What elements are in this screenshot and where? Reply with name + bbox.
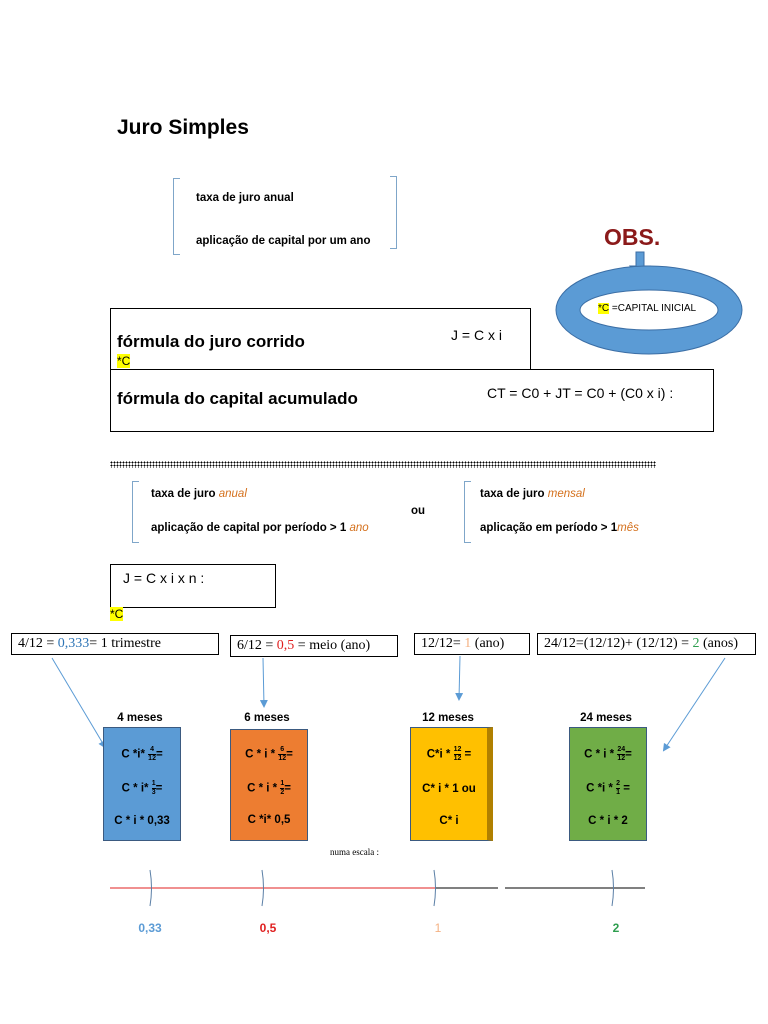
card-12-line-3: C* i — [439, 815, 459, 827]
period-bracket-left — [132, 481, 139, 543]
formula-n-box — [110, 564, 276, 608]
arrow-icon — [662, 657, 726, 752]
intro-line-2: aplicação de capital por um ano — [196, 235, 371, 247]
capital-star: *C — [598, 303, 610, 314]
bracket-right — [390, 176, 397, 249]
period-left-line-2: aplicação de capital por período > 1 ano — [151, 522, 369, 534]
conversion-box-2: 6/12 = 0,5 = meio (ano) — [230, 635, 398, 657]
capital-inicial-text: =CAPITAL INICIAL — [609, 303, 697, 314]
intro-line-1: taxa de juro anual — [196, 192, 294, 204]
formula-capital-box — [110, 369, 714, 432]
card-label-6: 6 meses — [244, 712, 290, 724]
card-12-line-2: C* i * 1 ou — [422, 783, 476, 795]
card-label-24: 24 meses — [580, 712, 632, 724]
formula-juro-star: *C — [117, 354, 131, 368]
scale-tick-1: 1 — [434, 921, 442, 935]
formula-capital: CT = C0 + JT = C0 + (C0 x i) : — [487, 385, 674, 401]
obs-ring — [555, 251, 743, 355]
arrow-icon — [455, 655, 464, 701]
formula-n-star: *C — [110, 607, 124, 621]
card-24-line-3: C * i * 2 — [588, 815, 628, 827]
card-4-line-3: C * i * 0,33 — [114, 815, 170, 827]
page-title: Juro Simples — [117, 116, 249, 139]
obs-ring-text: *C =CAPITAL INICIAL — [598, 303, 696, 314]
formula-juro-label: fórmula do juro corrido — [117, 332, 305, 351]
scale-line — [110, 869, 645, 907]
scale-tick-2: 2 — [612, 921, 620, 935]
scale-label: numa escala : — [330, 847, 379, 857]
period-right-line-2: aplicação em período > 1mês — [480, 522, 639, 534]
card-label-4: 4 meses — [117, 712, 163, 724]
formula-juro: J = C x i — [451, 327, 502, 343]
period-ou: ou — [411, 505, 426, 517]
conversion-box-4: 24/12=(12/12)+ (12/12) = 2 (anos) — [537, 633, 756, 655]
scale-tick-033: 0,33 — [138, 921, 162, 935]
scale-tick-05: 0,5 — [259, 921, 277, 935]
conversion-arrows — [51, 655, 726, 752]
formula-capital-label: fórmula do capital acumulado — [117, 389, 358, 408]
period-left-line-1: taxa de juro anual — [151, 488, 247, 500]
formula-juro-box — [110, 308, 531, 370]
formula-n: J = C x i x n : — [123, 570, 205, 586]
period-bracket-right — [464, 481, 471, 543]
period-right-line-1: taxa de juro mensal — [480, 488, 585, 500]
card-label-12: 12 meses — [422, 712, 474, 724]
dotted-separator — [110, 461, 656, 468]
bracket-left — [173, 178, 180, 255]
arrow-icon — [51, 657, 107, 749]
conversion-box-1: 4/12 = 0,333= 1 trimestre — [11, 633, 219, 655]
card-6-line-3: C *i* 0,5 — [247, 814, 291, 826]
conversion-box-3: 12/12= 1 (ano) — [414, 633, 530, 655]
arrow-icon — [259, 657, 268, 708]
obs-label: OBS. — [604, 224, 661, 250]
